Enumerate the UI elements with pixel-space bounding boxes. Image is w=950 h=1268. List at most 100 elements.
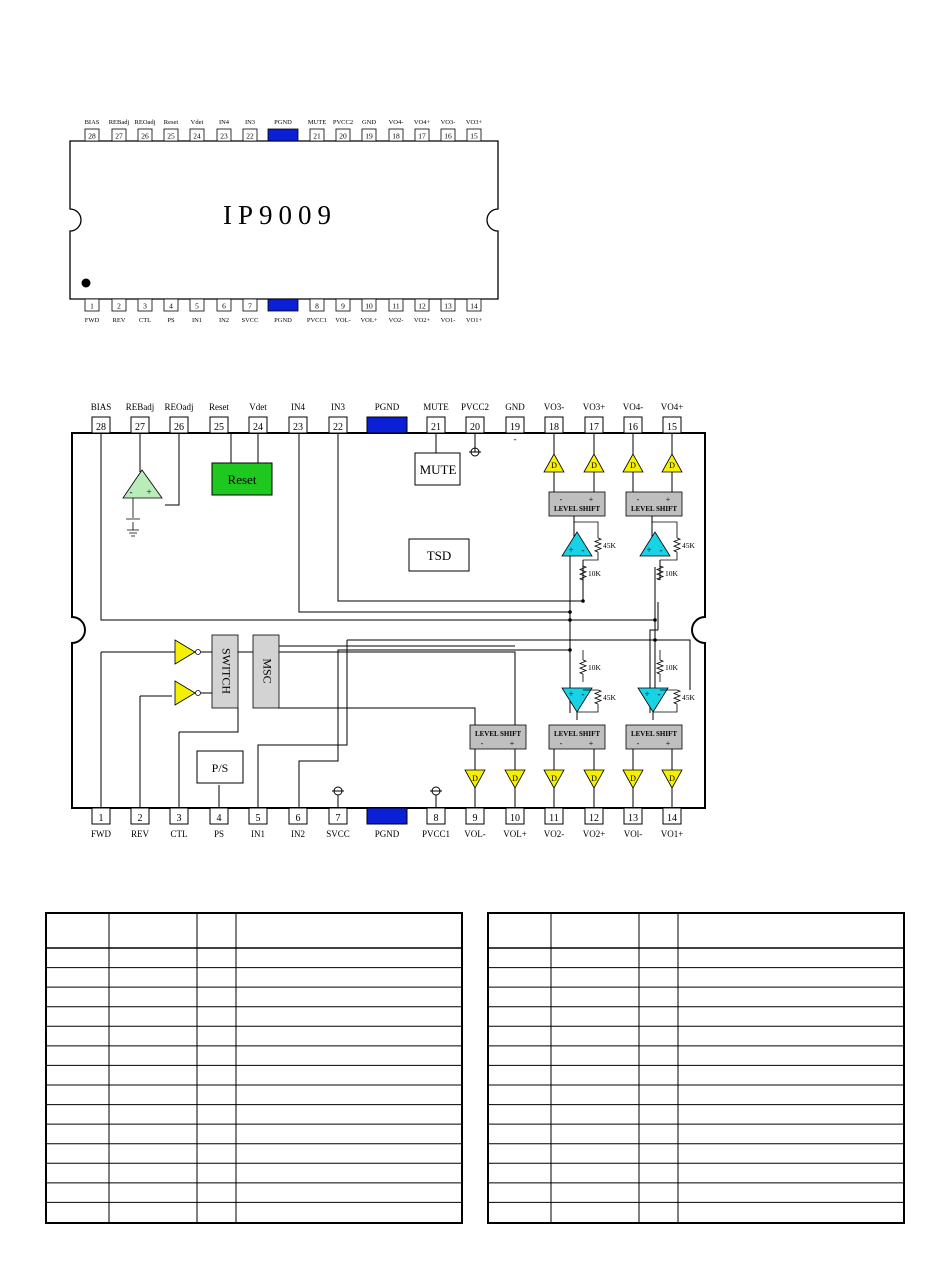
pin-box <box>414 128 430 142</box>
level-shift-block: LEVEL SHIFT-+ <box>548 491 606 517</box>
pin-label: REV <box>113 317 126 324</box>
junction-dot <box>653 638 657 642</box>
pin-label: PVCC2 <box>461 402 489 412</box>
pin-box <box>84 298 100 312</box>
pin-number: 25 <box>214 422 224 433</box>
resistor-label: 45K <box>603 693 617 702</box>
pin-box <box>163 128 179 142</box>
pin-label: SVCC <box>326 829 350 839</box>
pin-label: VOL- <box>464 829 486 839</box>
pin-label: SVCC <box>242 317 259 324</box>
block-outline <box>71 432 706 809</box>
pin-box <box>169 807 189 825</box>
pin-number: 6 <box>222 302 226 311</box>
buffer-d: D <box>543 453 565 473</box>
package-pin: 4PS <box>163 298 179 324</box>
pin-label: PVCC1 <box>307 317 327 324</box>
buffer-triangle <box>661 453 683 473</box>
pin-box <box>242 128 258 142</box>
pin-box <box>84 128 100 142</box>
block-top-pins: 28BIAS27REBadj26REOadj25Reset24Vdet23IN4… <box>91 402 683 434</box>
pin1-marker-dot <box>81 278 91 288</box>
level-shift-block: LEVEL SHIFT-+ <box>548 724 606 750</box>
wire <box>337 433 584 602</box>
pin-box <box>662 416 682 434</box>
pin-label: PS <box>214 829 224 839</box>
resistor-zigzag <box>593 689 603 705</box>
pin-label: IN2 <box>219 317 229 324</box>
pin-number: 22 <box>246 132 254 141</box>
pin-number: 19 <box>510 422 520 433</box>
block-pin: PGND <box>366 807 408 839</box>
pin-label: IN1 <box>251 829 265 839</box>
package-body <box>69 140 499 300</box>
pin-label: CTL <box>171 829 188 839</box>
pin-label: VO4- <box>623 402 644 412</box>
opamp-plus: + <box>568 545 573 555</box>
opamp-minus: - <box>660 545 663 555</box>
opamp-triangle <box>561 531 593 557</box>
pgnd-pad <box>366 807 408 825</box>
buffer-triangle <box>504 769 526 789</box>
switch-block <box>211 634 239 709</box>
pin-label: REOadj <box>135 119 156 126</box>
wire <box>165 433 180 506</box>
pin-label: VOL- <box>335 317 351 324</box>
buffer-triangle <box>543 769 565 789</box>
pin-table-right <box>487 912 905 1224</box>
buffer-label: D <box>669 461 675 470</box>
pin-label: FWD <box>91 829 112 839</box>
pin-box <box>209 807 229 825</box>
pin-label: PVCC2 <box>333 119 353 126</box>
pin-box <box>309 298 325 312</box>
pin-box <box>216 298 232 312</box>
pin-box <box>248 807 268 825</box>
pin-number: 7 <box>336 813 341 824</box>
input-inverter <box>174 680 201 706</box>
pin-number: 27 <box>135 422 145 433</box>
pin-box <box>91 807 111 825</box>
resistor: 45K <box>593 689 617 705</box>
msc-label: MSC <box>260 658 274 683</box>
resistor-label: 45K <box>603 541 617 550</box>
package-pin: PGND <box>267 119 299 142</box>
resistor: 10K <box>655 565 679 581</box>
buffer-label: D <box>591 774 597 783</box>
pin-box <box>111 128 127 142</box>
level-shift-plus: + <box>589 495 594 504</box>
pin-number: 16 <box>628 422 638 433</box>
supply-terminal-bar <box>332 790 344 808</box>
pin-number: 21 <box>313 132 321 141</box>
pin-number: 28 <box>96 422 106 433</box>
buffer-triangle <box>661 769 683 789</box>
pin-number: 22 <box>333 422 343 433</box>
pin-number: 18 <box>392 132 400 141</box>
junction-dot <box>568 618 572 622</box>
bias-amp-plus: + <box>146 487 151 497</box>
pin-label: VOL+ <box>360 317 377 324</box>
pin-box <box>388 298 404 312</box>
resistor-label: 45K <box>682 541 696 550</box>
pin-box <box>216 128 232 142</box>
pin-box <box>163 298 179 312</box>
pin-number: 7 <box>248 302 252 311</box>
wire <box>139 695 172 808</box>
pin-label: VO1+ <box>466 317 483 324</box>
pgnd-pad <box>366 416 408 434</box>
pin-box <box>169 416 189 434</box>
pin-box <box>466 298 482 312</box>
pin-box <box>328 807 348 825</box>
pin-label: IN4 <box>219 119 230 126</box>
